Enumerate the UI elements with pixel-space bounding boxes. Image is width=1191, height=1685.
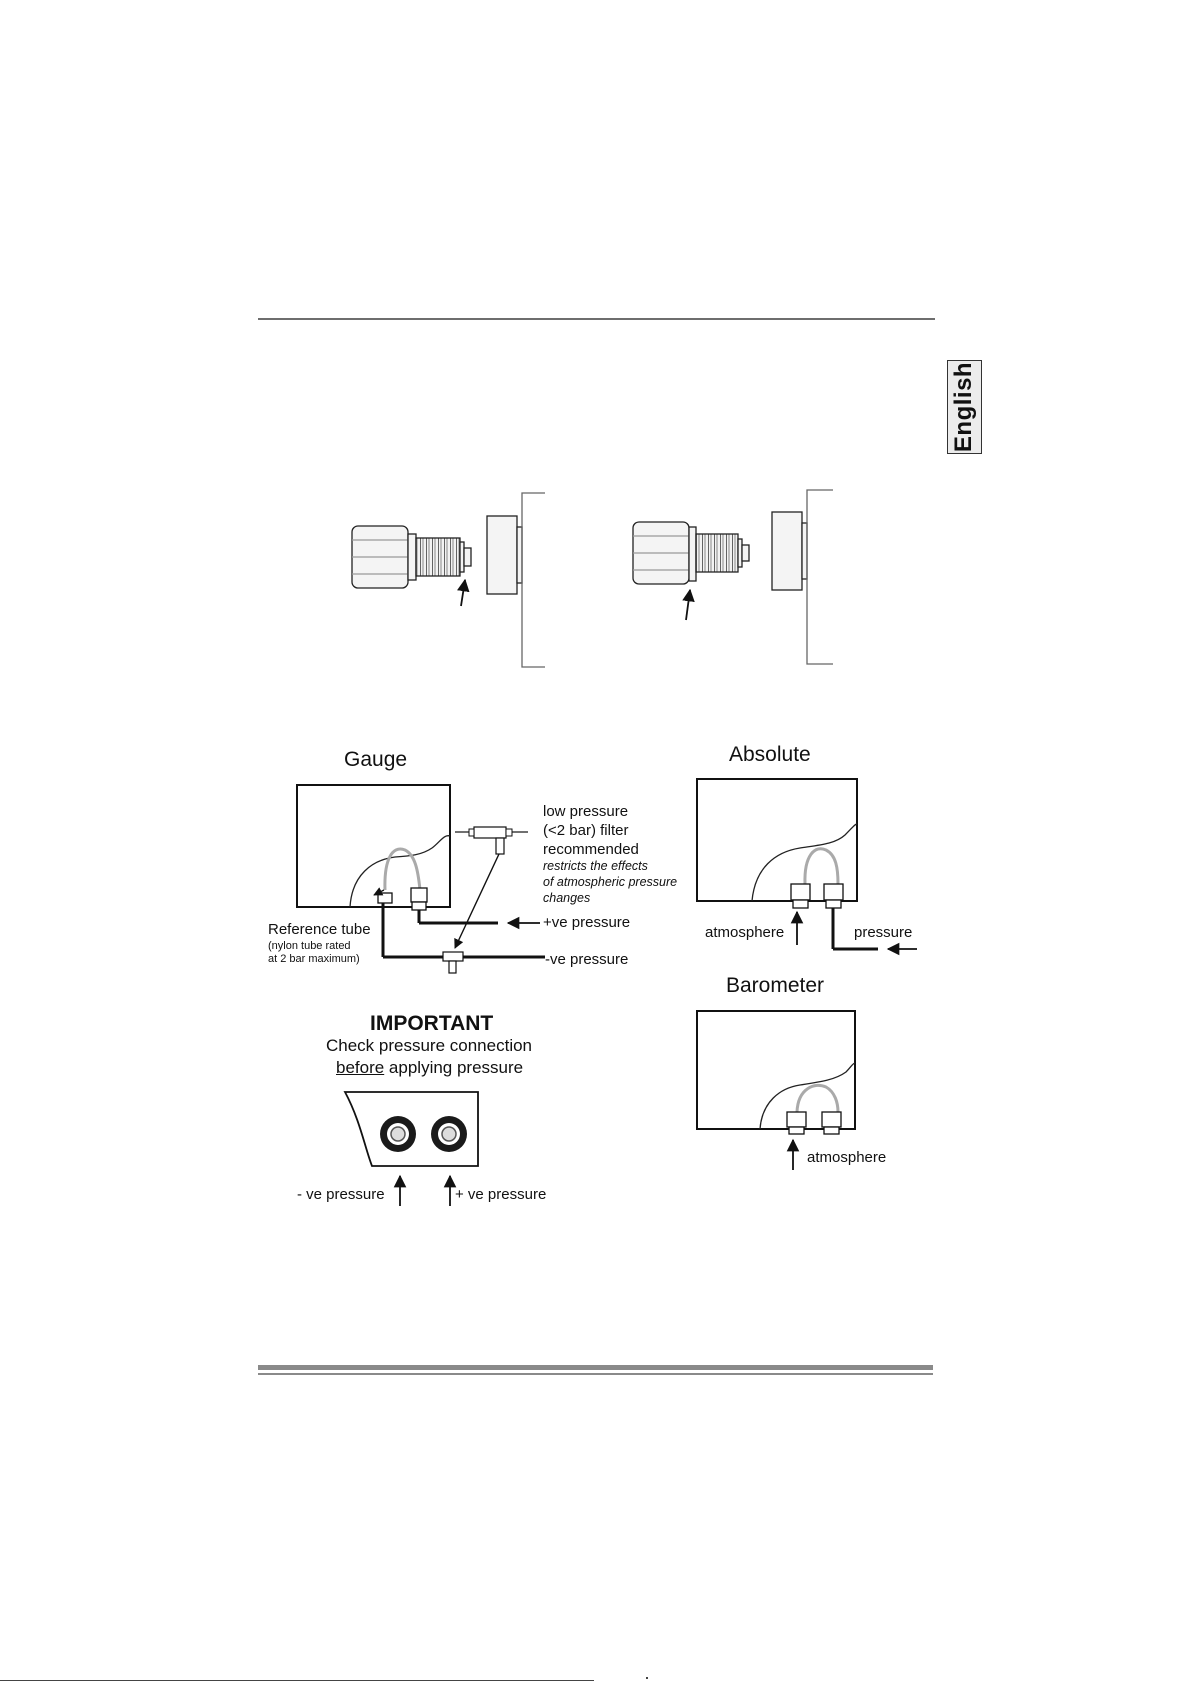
important-heading: IMPORTANT bbox=[370, 1012, 494, 1035]
fitting-diagram-left bbox=[351, 492, 545, 668]
absolute-title: Absolute bbox=[729, 743, 811, 766]
footer-rule bbox=[258, 1365, 933, 1370]
barometer-title: Barometer bbox=[726, 974, 825, 997]
gauge-title: Gauge bbox=[344, 748, 408, 771]
important-emphasis: before bbox=[336, 1058, 385, 1077]
filter-label-3: recommended bbox=[543, 841, 639, 858]
fitting-diagram-right bbox=[632, 489, 833, 665]
absolute-pressure-label: pressure bbox=[854, 924, 913, 941]
negative-pressure-label: -ve pressure bbox=[545, 951, 629, 968]
pressure-ports-diagram bbox=[343, 1091, 479, 1206]
absolute-diagram bbox=[696, 778, 917, 956]
positive-port-label: + ve pressure bbox=[455, 1186, 547, 1203]
filter-label-1: low pressure bbox=[543, 803, 629, 820]
filter-label-2: (<2 bar) filter bbox=[543, 822, 629, 839]
page-edge-line bbox=[0, 1680, 594, 1681]
language-tab: English bbox=[947, 360, 982, 454]
reference-note-1: (nylon tube rated bbox=[268, 940, 351, 952]
barometer-diagram bbox=[696, 1010, 856, 1170]
filter-note-2: of atmospheric pressure bbox=[543, 875, 678, 889]
absolute-atmosphere-label: atmosphere bbox=[705, 924, 785, 941]
footer-rule-thin bbox=[258, 1373, 933, 1375]
filter-note-3: changes bbox=[543, 891, 591, 905]
barometer-atmosphere-label: atmosphere bbox=[807, 1149, 887, 1166]
negative-port-label: - ve pressure bbox=[297, 1186, 385, 1203]
important-line-1: Check pressure connection bbox=[326, 1036, 533, 1055]
reference-note-2: at 2 bar maximum) bbox=[268, 953, 360, 965]
important-line-2-rest: applying pressure bbox=[384, 1058, 524, 1077]
reference-tube-label: Reference tube bbox=[268, 921, 371, 938]
gauge-diagram bbox=[296, 784, 545, 974]
positive-pressure-label: +ve pressure bbox=[543, 914, 631, 931]
page-edge-mark bbox=[646, 1677, 648, 1679]
important-line-2: before applying pressure bbox=[336, 1058, 523, 1078]
filter-note-1: restricts the effects bbox=[543, 859, 648, 873]
header-rule bbox=[258, 318, 935, 320]
